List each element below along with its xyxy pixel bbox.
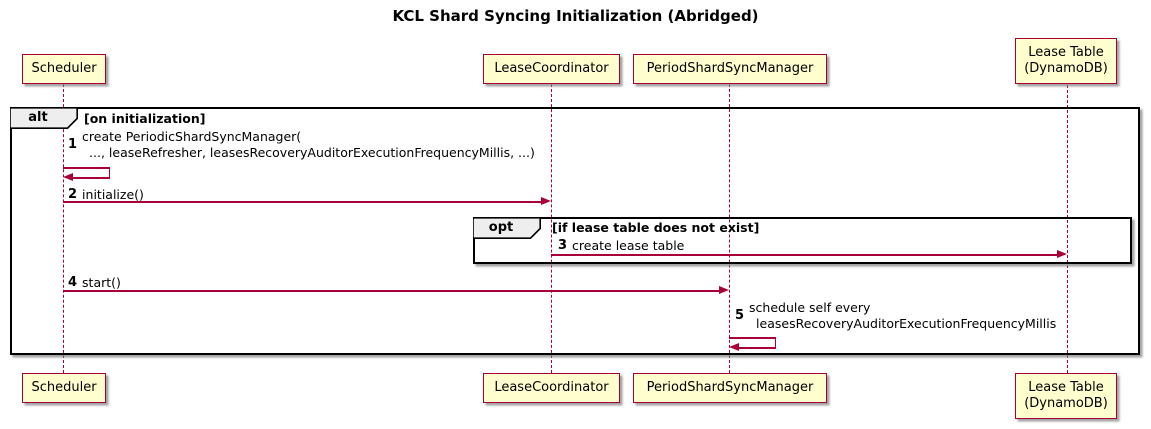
alt-keyword: alt <box>28 110 48 125</box>
message-3: 3 create lease table <box>558 238 684 254</box>
message-text: start() <box>82 275 121 290</box>
message-2-arrowhead <box>541 197 551 206</box>
participant-label: (DynamoDB) <box>1024 396 1108 411</box>
lifeline-scheduler <box>63 84 64 373</box>
message-text: initialize() <box>82 187 144 202</box>
message-1-arrowhead <box>63 173 73 182</box>
pentagon-shape <box>10 107 78 129</box>
message-2-arrow <box>63 201 542 203</box>
message-number: 5 <box>735 308 745 323</box>
participant-label: LeaseCoordinator <box>494 380 609 395</box>
participant-label: PeriodShardSyncManager <box>646 380 814 395</box>
participant-scheduler-top: Scheduler <box>22 54 106 84</box>
opt-frame <box>473 217 1132 264</box>
opt-keyword: opt <box>488 220 514 235</box>
participant-lease-table-bottom: Lease Table (DynamoDB) <box>1015 373 1117 419</box>
participant-period-shard-sync-manager-bottom: PeriodShardSyncManager <box>633 373 827 403</box>
message-text: create PeriodicShardSyncManager( <box>82 129 302 144</box>
participant-scheduler-bottom: Scheduler <box>22 373 106 403</box>
alt-frame-pentagon: alt <box>10 107 80 129</box>
message-5: 5 schedule self every leasesRecoveryAudi… <box>735 300 1056 332</box>
participant-lease-coordinator-top: LeaseCoordinator <box>483 54 620 84</box>
message-4-arrowhead <box>719 286 729 295</box>
message-2: 2 initialize() <box>68 187 144 203</box>
message-3-arrowhead <box>1057 250 1067 259</box>
participant-label: (DynamoDB) <box>1024 61 1108 76</box>
message-text: schedule self every <box>749 300 871 315</box>
participant-period-shard-sync-manager-top: PeriodShardSyncManager <box>633 54 827 84</box>
participant-lease-table-top: Lease Table (DynamoDB) <box>1015 38 1117 84</box>
message-5-self-arrow <box>774 337 776 349</box>
message-5-arrowhead <box>729 343 739 352</box>
message-1-self-arrow <box>73 177 110 179</box>
message-text: ..., leaseRefresher, leasesRecoveryAudit… <box>89 145 535 160</box>
lifeline-period-shard-sync-manager <box>729 84 730 373</box>
message-3-arrow <box>551 254 1058 256</box>
pentagon-shape <box>473 217 541 239</box>
participant-lease-coordinator-bottom: LeaseCoordinator <box>483 373 620 403</box>
message-5-self-arrow <box>729 337 776 339</box>
message-number: 3 <box>558 238 568 253</box>
message-number: 1 <box>68 137 78 152</box>
alt-condition: [on initialization] <box>84 111 206 126</box>
participant-label: Scheduler <box>31 380 97 395</box>
message-text: leasesRecoveryAuditorExecutionFrequencyM… <box>756 316 1057 331</box>
message-text: create lease table <box>572 238 685 253</box>
alt-frame <box>10 107 1140 355</box>
message-5-self-arrow <box>739 347 776 349</box>
lifeline-lease-coordinator <box>551 84 552 373</box>
participant-label: Lease Table <box>1028 45 1104 60</box>
message-number: 4 <box>68 275 78 290</box>
message-4-arrow <box>63 290 720 292</box>
message-number: 2 <box>68 187 78 202</box>
message-1-self-arrow <box>108 167 110 179</box>
message-1: 1 create PeriodicShardSyncManager( ..., … <box>68 129 535 161</box>
participant-label: Scheduler <box>31 61 97 76</box>
message-4: 4 start() <box>68 275 121 291</box>
opt-condition: [if lease table does not exist] <box>552 220 760 235</box>
participant-label: LeaseCoordinator <box>494 61 609 76</box>
participant-label: PeriodShardSyncManager <box>646 61 814 76</box>
participant-label: Lease Table <box>1028 380 1104 395</box>
opt-frame-pentagon: opt <box>473 217 543 239</box>
diagram-title: KCL Shard Syncing Initialization (Abridg… <box>392 7 759 25</box>
message-1-self-arrow <box>63 167 110 169</box>
lifeline-lease-table <box>1067 85 1068 373</box>
